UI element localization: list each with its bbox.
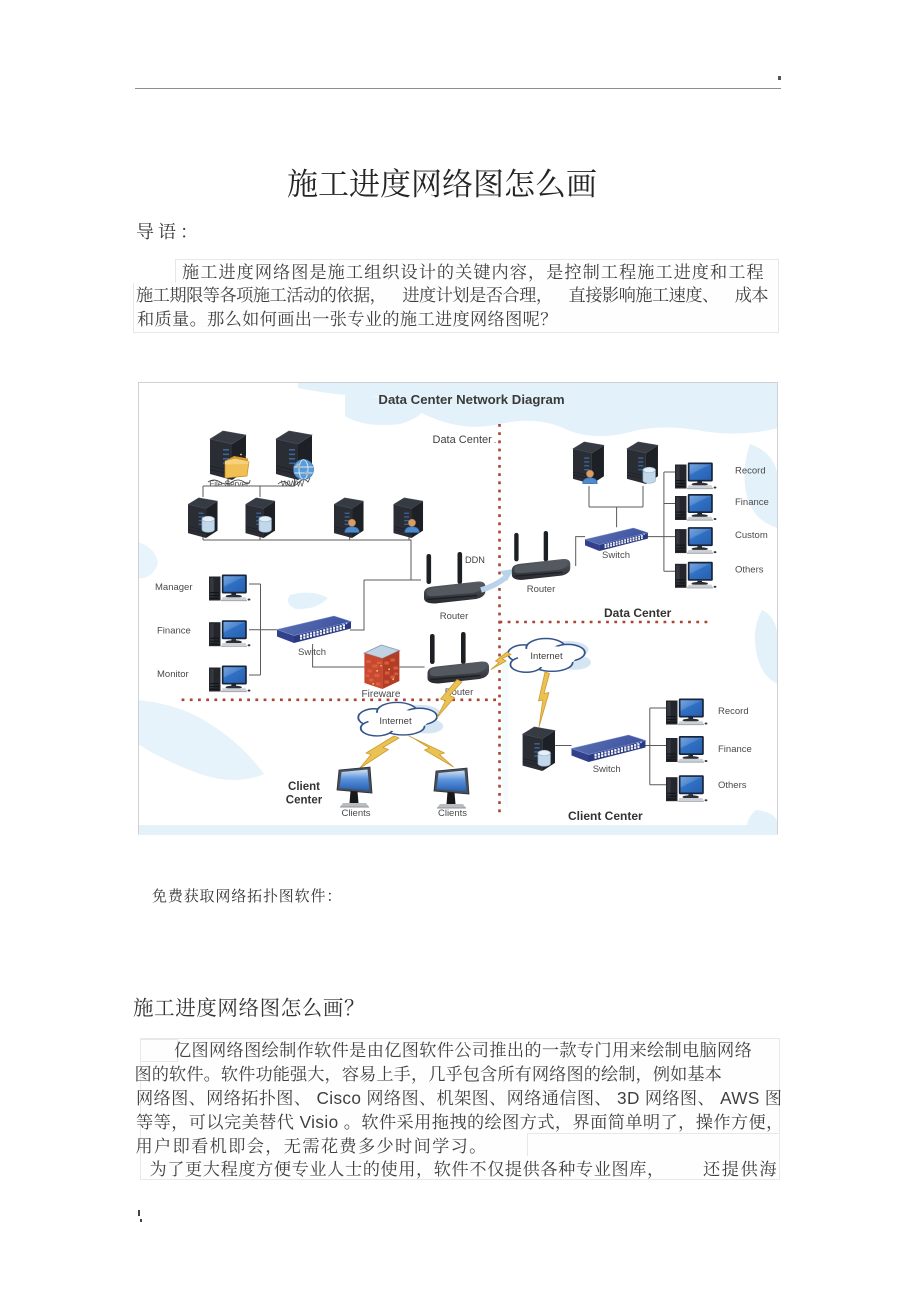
svg-text:Router: Router [445,687,474,698]
svg-text:Monitor: Monitor [157,669,189,680]
svg-text:DDN: DDN [465,555,485,565]
svg-text:Record: Record [718,706,749,717]
svg-text:Switch: Switch [298,647,326,658]
svg-text:Data Center: Data Center [604,606,672,620]
svg-text:Manager: Manager [155,582,193,593]
svg-text:Data Center .: Data Center . [433,434,497,446]
svg-text:Internet: Internet [530,651,563,662]
svg-text:Finance: Finance [718,744,752,755]
svg-text:Center: Center [286,795,323,807]
svg-text:Switch: Switch [602,550,630,561]
svg-text:File Server: File Server [209,480,249,489]
svg-text:Internet: Internet [379,716,412,727]
svg-text:Others: Others [718,780,747,791]
svg-text:Router: Router [527,584,556,595]
svg-text:Clients: Clients [341,808,370,819]
svg-text:Others: Others [735,565,764,576]
svg-text:Switch: Switch [593,764,621,775]
svg-text:Custom: Custom [735,530,768,541]
svg-text:WWW: WWW [281,480,304,489]
svg-text:Clients: Clients [438,808,467,819]
svg-text:Record: Record [735,466,766,477]
svg-text:Finance: Finance [157,626,191,637]
svg-text:Client Center: Client Center [568,809,643,823]
svg-text:Fireware: Fireware [362,689,401,700]
svg-text:Finance: Finance [735,497,769,508]
svg-text:Client: Client [288,781,320,793]
svg-text:Data Center Network Diagram: Data Center Network Diagram [378,392,564,407]
svg-text:Router: Router [440,611,469,622]
